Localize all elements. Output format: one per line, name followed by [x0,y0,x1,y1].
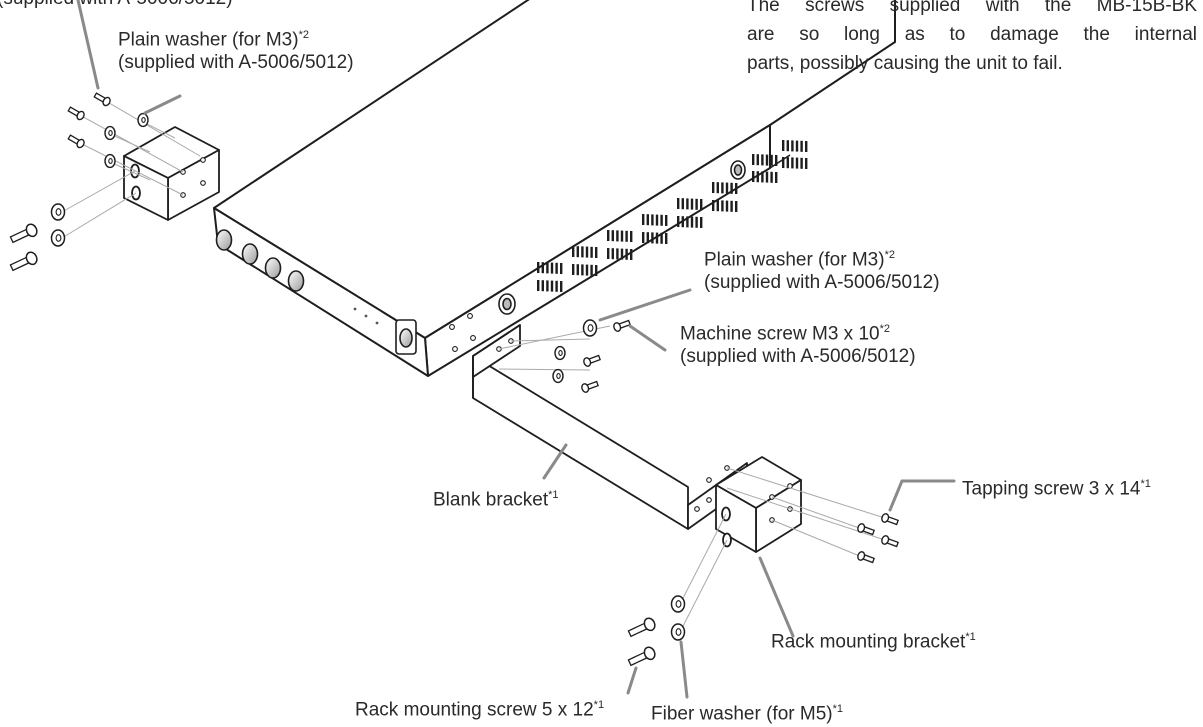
rack-screw-leaders [679,513,728,633]
plain-washer-label-right: Plain washer (for M3)*2 [704,242,895,273]
power-button [395,319,417,355]
blank-bracket-hardware [552,317,632,394]
warning-note: The screws supplied with the MB-15B-BK a… [747,0,1197,78]
plain-washer-right-supply: (supplied with A-5006/5012) [704,272,940,293]
rack-mounting-bracket-note: *1 [965,631,976,643]
plain-washer-left-note: *2 [298,29,309,41]
side-connector [498,160,746,315]
blank-bracket-holes [496,338,730,512]
tapping-screw-label: Tapping screw 3 x 14*1 [962,471,1151,502]
note-line-3: parts, possibly causing the unit to fail… [747,53,1063,74]
plain-washer-left-supply: (supplied with A-5006/5012) [118,52,354,73]
machine-screw-note: *2 [879,323,890,335]
fiber-washer-note: *1 [832,703,844,715]
rack-screws-and-washers [626,595,686,670]
cut-off-label: (supplied with A-5006/5012) [0,0,233,12]
note-line-2: are so long as to damage the internal [747,24,1197,45]
plain-washer-right-note: *2 [884,249,895,261]
machine-screw-text: Machine screw M3 x 10 [680,323,880,345]
blank-bracket-text: Blank bracket [433,489,549,511]
rack-mounting-bracket-label: Rack mounting bracket*1 [771,624,976,655]
tapping-screw-note: *1 [1140,478,1151,490]
left-rack-bracket [123,126,220,221]
plain-washer-label-left: Plain washer (for M3)*2 [118,22,309,53]
front-panel-leds [353,307,379,325]
machine-screw-supply: (supplied with A-5006/5012) [680,346,916,367]
blank-bracket-note: *1 [548,489,559,501]
front-panel-knobs [215,229,305,292]
rack-mounting-screw-text: Rack mounting screw 5 x 12 [355,699,594,721]
plain-washer-right-text: Plain washer (for M3) [704,249,885,271]
fiber-washer-text: Fiber washer (for M5) [651,703,833,725]
tapping-screws [856,512,900,566]
plain-washer-left-text: Plain washer (for M3) [118,29,299,51]
fiber-washer-label: Fiber washer (for M5)*1 [651,696,843,727]
note-line-1: The screws supplied with the MB-15B-BK [747,0,1197,16]
blank-bracket-label: Blank bracket*1 [433,482,559,513]
right-rack-bracket [715,456,802,553]
tapping-screw-text: Tapping screw 3 x 14 [962,478,1141,500]
rack-mounting-screw-label: Rack mounting screw 5 x 12*1 [355,692,604,723]
rack-mounting-screw-note: *1 [593,699,605,711]
left-hardware-leaders [61,99,201,239]
callout-leaders [76,0,956,699]
rack-mounting-bracket-text: Rack mounting bracket [771,631,966,653]
machine-screw-label: Machine screw M3 x 10*2 [680,316,890,347]
side-screw-holes [449,313,476,352]
rear-end [769,41,896,169]
